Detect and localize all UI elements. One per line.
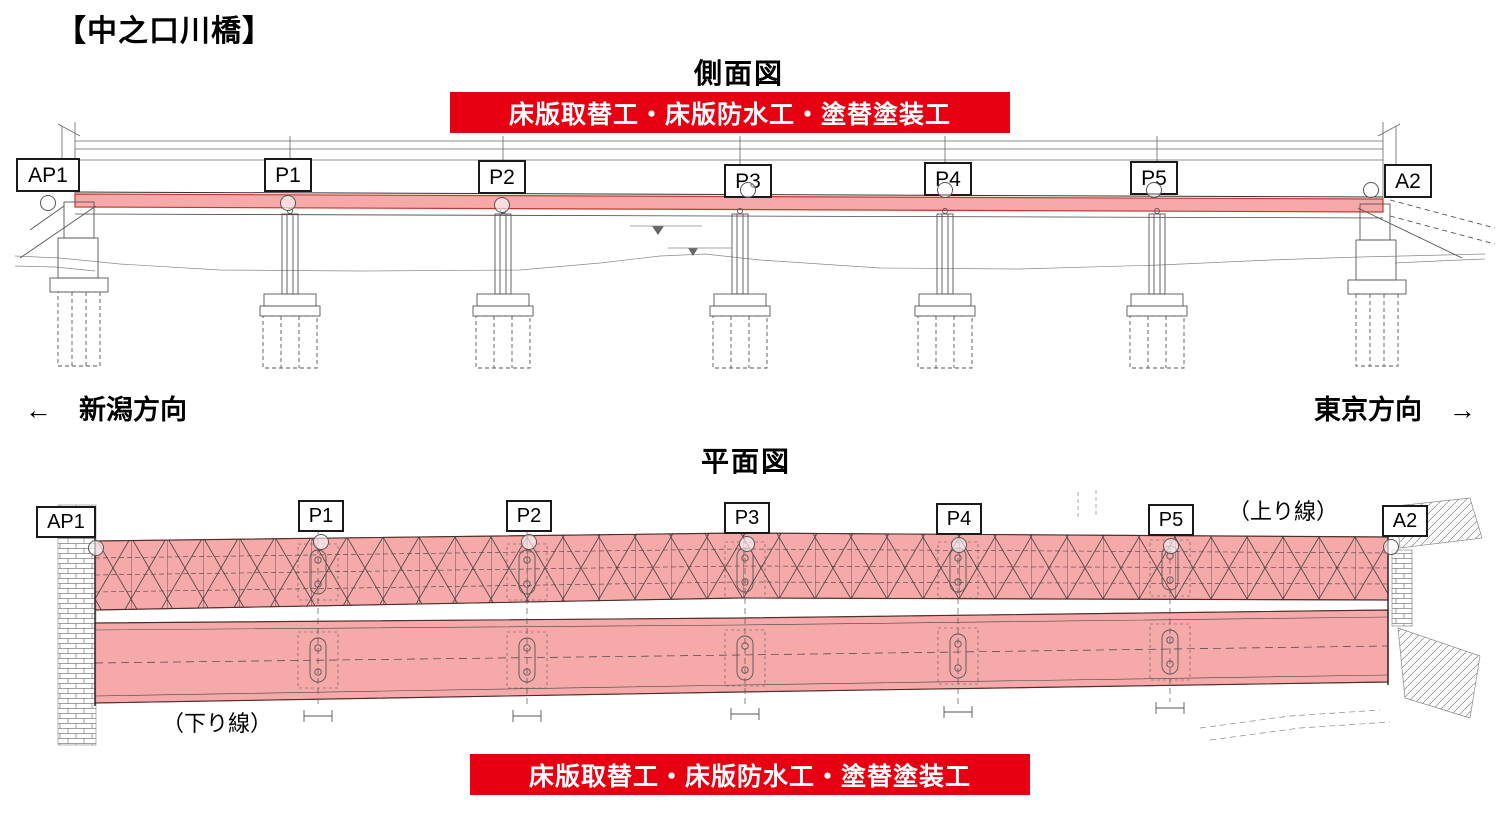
- plan-label-p2: P2: [506, 500, 552, 532]
- plan-view-heading: 平面図: [701, 446, 792, 477]
- side-label-p2: P2: [478, 160, 526, 194]
- water-level-mark: [652, 226, 664, 235]
- pier-mark-circle: [1363, 182, 1379, 198]
- plan-label-p4: P4: [936, 503, 982, 535]
- pier-mark-circle: [1163, 538, 1179, 554]
- side-label-p1: P1: [264, 158, 312, 192]
- pier-mark-circle: [521, 534, 537, 550]
- plan-pier-p3: [724, 528, 766, 720]
- pier-mark-circle: [739, 536, 755, 552]
- abutment-right: [1347, 199, 1496, 367]
- pier-p1: [259, 208, 321, 369]
- side-label-ap1: AP1: [16, 158, 80, 192]
- up-line-label: （上り線）: [1228, 499, 1339, 524]
- pier-mark-circle: [740, 182, 756, 198]
- plan-label-a2: A2: [1382, 505, 1428, 537]
- side-view-drawing: [14, 122, 1496, 369]
- pier-mark-circle: [40, 195, 56, 211]
- water-level-mark: [688, 248, 698, 256]
- side-label-a2: A2: [1384, 164, 1432, 198]
- pier-p5: [1126, 208, 1188, 369]
- pier-mark-circle: [951, 537, 967, 553]
- page-title: 【中之口川橋】: [56, 15, 273, 48]
- pier-mark-circle: [280, 195, 296, 211]
- down-line-deck: [94, 609, 1389, 704]
- abutment-left: [19, 201, 109, 367]
- deck-end-lines: [94, 534, 1389, 706]
- direction-tokyo: 東京方向 →: [1314, 395, 1476, 425]
- plan-label-p3: P3: [724, 502, 770, 534]
- work-banner-top: 床版取替工・床版防水工・塗替塗装工: [450, 92, 1010, 133]
- dimension-lines: [57, 122, 1401, 200]
- direction-niigata: ← 新潟方向: [25, 395, 187, 425]
- plan-view-drawing: [57, 490, 1483, 746]
- plan-label-p5: P5: [1148, 504, 1194, 536]
- down-line-label: （下り線）: [162, 711, 273, 736]
- pier-p4: [914, 208, 976, 369]
- pier-p2: [472, 208, 534, 369]
- pier-mark-circle: [937, 182, 953, 198]
- ground-lines: [14, 225, 1486, 272]
- side-view-heading: 側面図: [694, 58, 785, 89]
- plan-label-ap1: AP1: [36, 506, 96, 538]
- pier-mark-circle: [313, 534, 329, 550]
- pier-mark-circle: [1146, 182, 1162, 198]
- pier-p3: [709, 208, 771, 369]
- plan-label-p1: P1: [298, 500, 344, 532]
- pier-mark-circle: [88, 540, 104, 556]
- work-banner-bottom: 床版取替工・床版防水工・塗替塗装工: [470, 754, 1030, 795]
- pier-mark-circle: [1383, 539, 1399, 555]
- pier-mark-circle: [494, 197, 510, 213]
- plan-pier-p2: [506, 528, 548, 722]
